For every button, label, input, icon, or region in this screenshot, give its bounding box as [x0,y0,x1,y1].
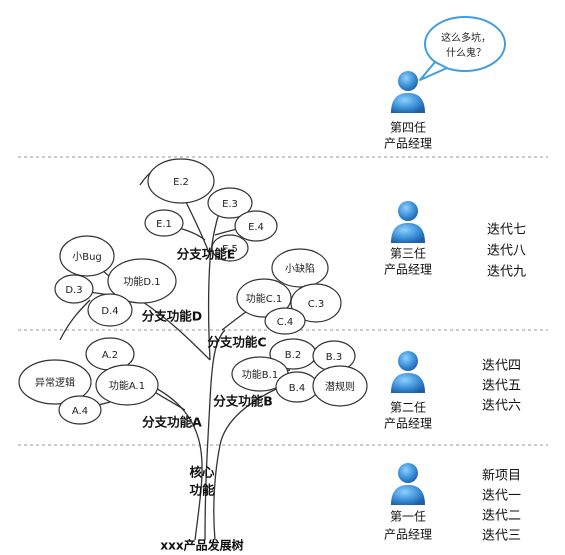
tree-node-e3: E.3 [207,187,253,219]
bubble-line2: 什么鬼？ [446,46,486,59]
trunk-upper [207,209,221,361]
manager-2-line2: 产品经理 [384,417,432,431]
node-ellipse [236,278,292,318]
branch-label-e: 分支功能E [177,247,236,262]
person-icon [391,351,425,393]
iteration-label: 迭代一 [482,489,521,504]
iteration-label: 新项目 [482,468,521,484]
iteration-label: 迭代五 [482,379,521,394]
tree-node-c3: C.3 [290,283,342,323]
tree-node-d-bug: 小Bug [59,235,115,277]
node-ellipse [312,365,368,407]
node-label: 功能C.1 [246,292,283,305]
trunk-left [149,384,203,541]
tree-node-c1: 功能C.1 [236,278,292,318]
tree-node-e4: E.4 [234,210,278,242]
branch-label-c: 分支功能C [207,335,266,350]
manager-4-line2: 产品经理 [384,137,432,151]
tree-node-b-latent: 潜规则 [312,365,368,407]
trunk-core [204,329,226,541]
node-label: 小Bug [72,251,102,263]
tree-node-d1: 功能D.1 [107,258,177,304]
person-icon [391,463,425,505]
node-ellipse [144,209,184,237]
tree-node-b4: B.4 [275,371,319,403]
node-label: 潜规则 [325,380,355,393]
core-label-line2: 功能 [189,483,215,498]
speech-bubble: 这么多坑， 什么鬼？ [419,16,506,81]
node-label: 功能B.1 [242,368,278,381]
iteration-label: 迭代三 [482,529,521,544]
node-label: E.2 [173,177,189,188]
node-label: C.4 [277,317,294,328]
node-ellipse [147,158,215,204]
core-label-line1: 核心 [189,465,215,480]
node-ellipse [87,293,133,327]
manager-1-line2: 产品经理 [384,528,432,542]
person-icon [391,71,425,113]
node-label: B.2 [285,350,301,361]
node-label: A.2 [102,350,118,361]
node-ellipse [211,234,249,262]
node-label: E.5 [222,244,238,255]
tree-node-a4: A.4 [58,395,102,425]
node-ellipse [95,364,159,406]
node-ellipse [271,248,329,288]
node-ellipse [54,274,94,304]
node-ellipse [58,395,102,425]
tree-node-b2: B.2 [269,338,317,370]
node-label: E.3 [222,199,238,210]
iteration-label: 迭代二 [482,509,521,524]
manager-4-line1: 第四任 [390,121,426,135]
tree-node-a-anomaly: 异常逻辑 [18,359,92,405]
node-ellipse [59,235,115,277]
tree-node-d3: D.3 [54,274,94,304]
tree-node-e1: E.1 [144,209,184,237]
diagram-title: xxx产品发展树 [160,538,243,553]
bubble-line1: 这么多坑， [441,31,491,44]
node-label: A.4 [72,406,88,417]
tree-scribble-left [59,299,91,341]
node-label: E.1 [156,219,172,230]
tree-node-c4: C.4 [264,307,306,335]
branch-label-b: 分支功能B [213,394,273,409]
node-label: E.4 [248,222,264,233]
node-ellipse [234,210,278,242]
node-label: 异常逻辑 [35,376,75,389]
node-ellipse [107,258,177,304]
iteration-label: 迭代四 [482,359,521,374]
tree-node-d4: D.4 [87,293,133,327]
tree-node-a1: 功能A.1 [95,364,159,406]
node-label: B.3 [326,352,342,363]
iteration-label: 迭代八 [487,244,526,259]
node-ellipse [18,359,92,405]
node-label: C.3 [308,299,325,310]
person-icon [391,201,425,243]
iteration-label: 迭代九 [487,265,526,280]
branch-label-a: 分支功能A [142,415,202,430]
node-label: D.3 [65,285,82,296]
manager-1-line1: 第一任 [390,510,426,524]
branch-to-d [139,299,211,361]
tree-node-c-small: 小缺陷 [271,248,329,288]
node-label: 功能A.1 [109,379,145,392]
branch-label-d: 分支功能D [142,309,202,324]
manager-3-line2: 产品经理 [384,263,432,277]
node-label: 小缺陷 [285,262,315,275]
iteration-label: 迭代七 [487,223,526,238]
manager-2-line1: 第二任 [390,401,426,415]
node-label: D.4 [101,306,118,317]
node-ellipse [264,307,306,335]
node-ellipse [290,283,342,323]
trunk-right [213,384,286,541]
tree-node-e5: E.5 [211,234,249,262]
manager-3-line1: 第三任 [390,247,426,261]
node-label: 功能D.1 [123,275,160,288]
iteration-label: 迭代六 [482,399,521,414]
node-label: B.4 [289,383,305,394]
tree-node-e2: E.2 [147,158,215,204]
node-ellipse [207,187,253,219]
